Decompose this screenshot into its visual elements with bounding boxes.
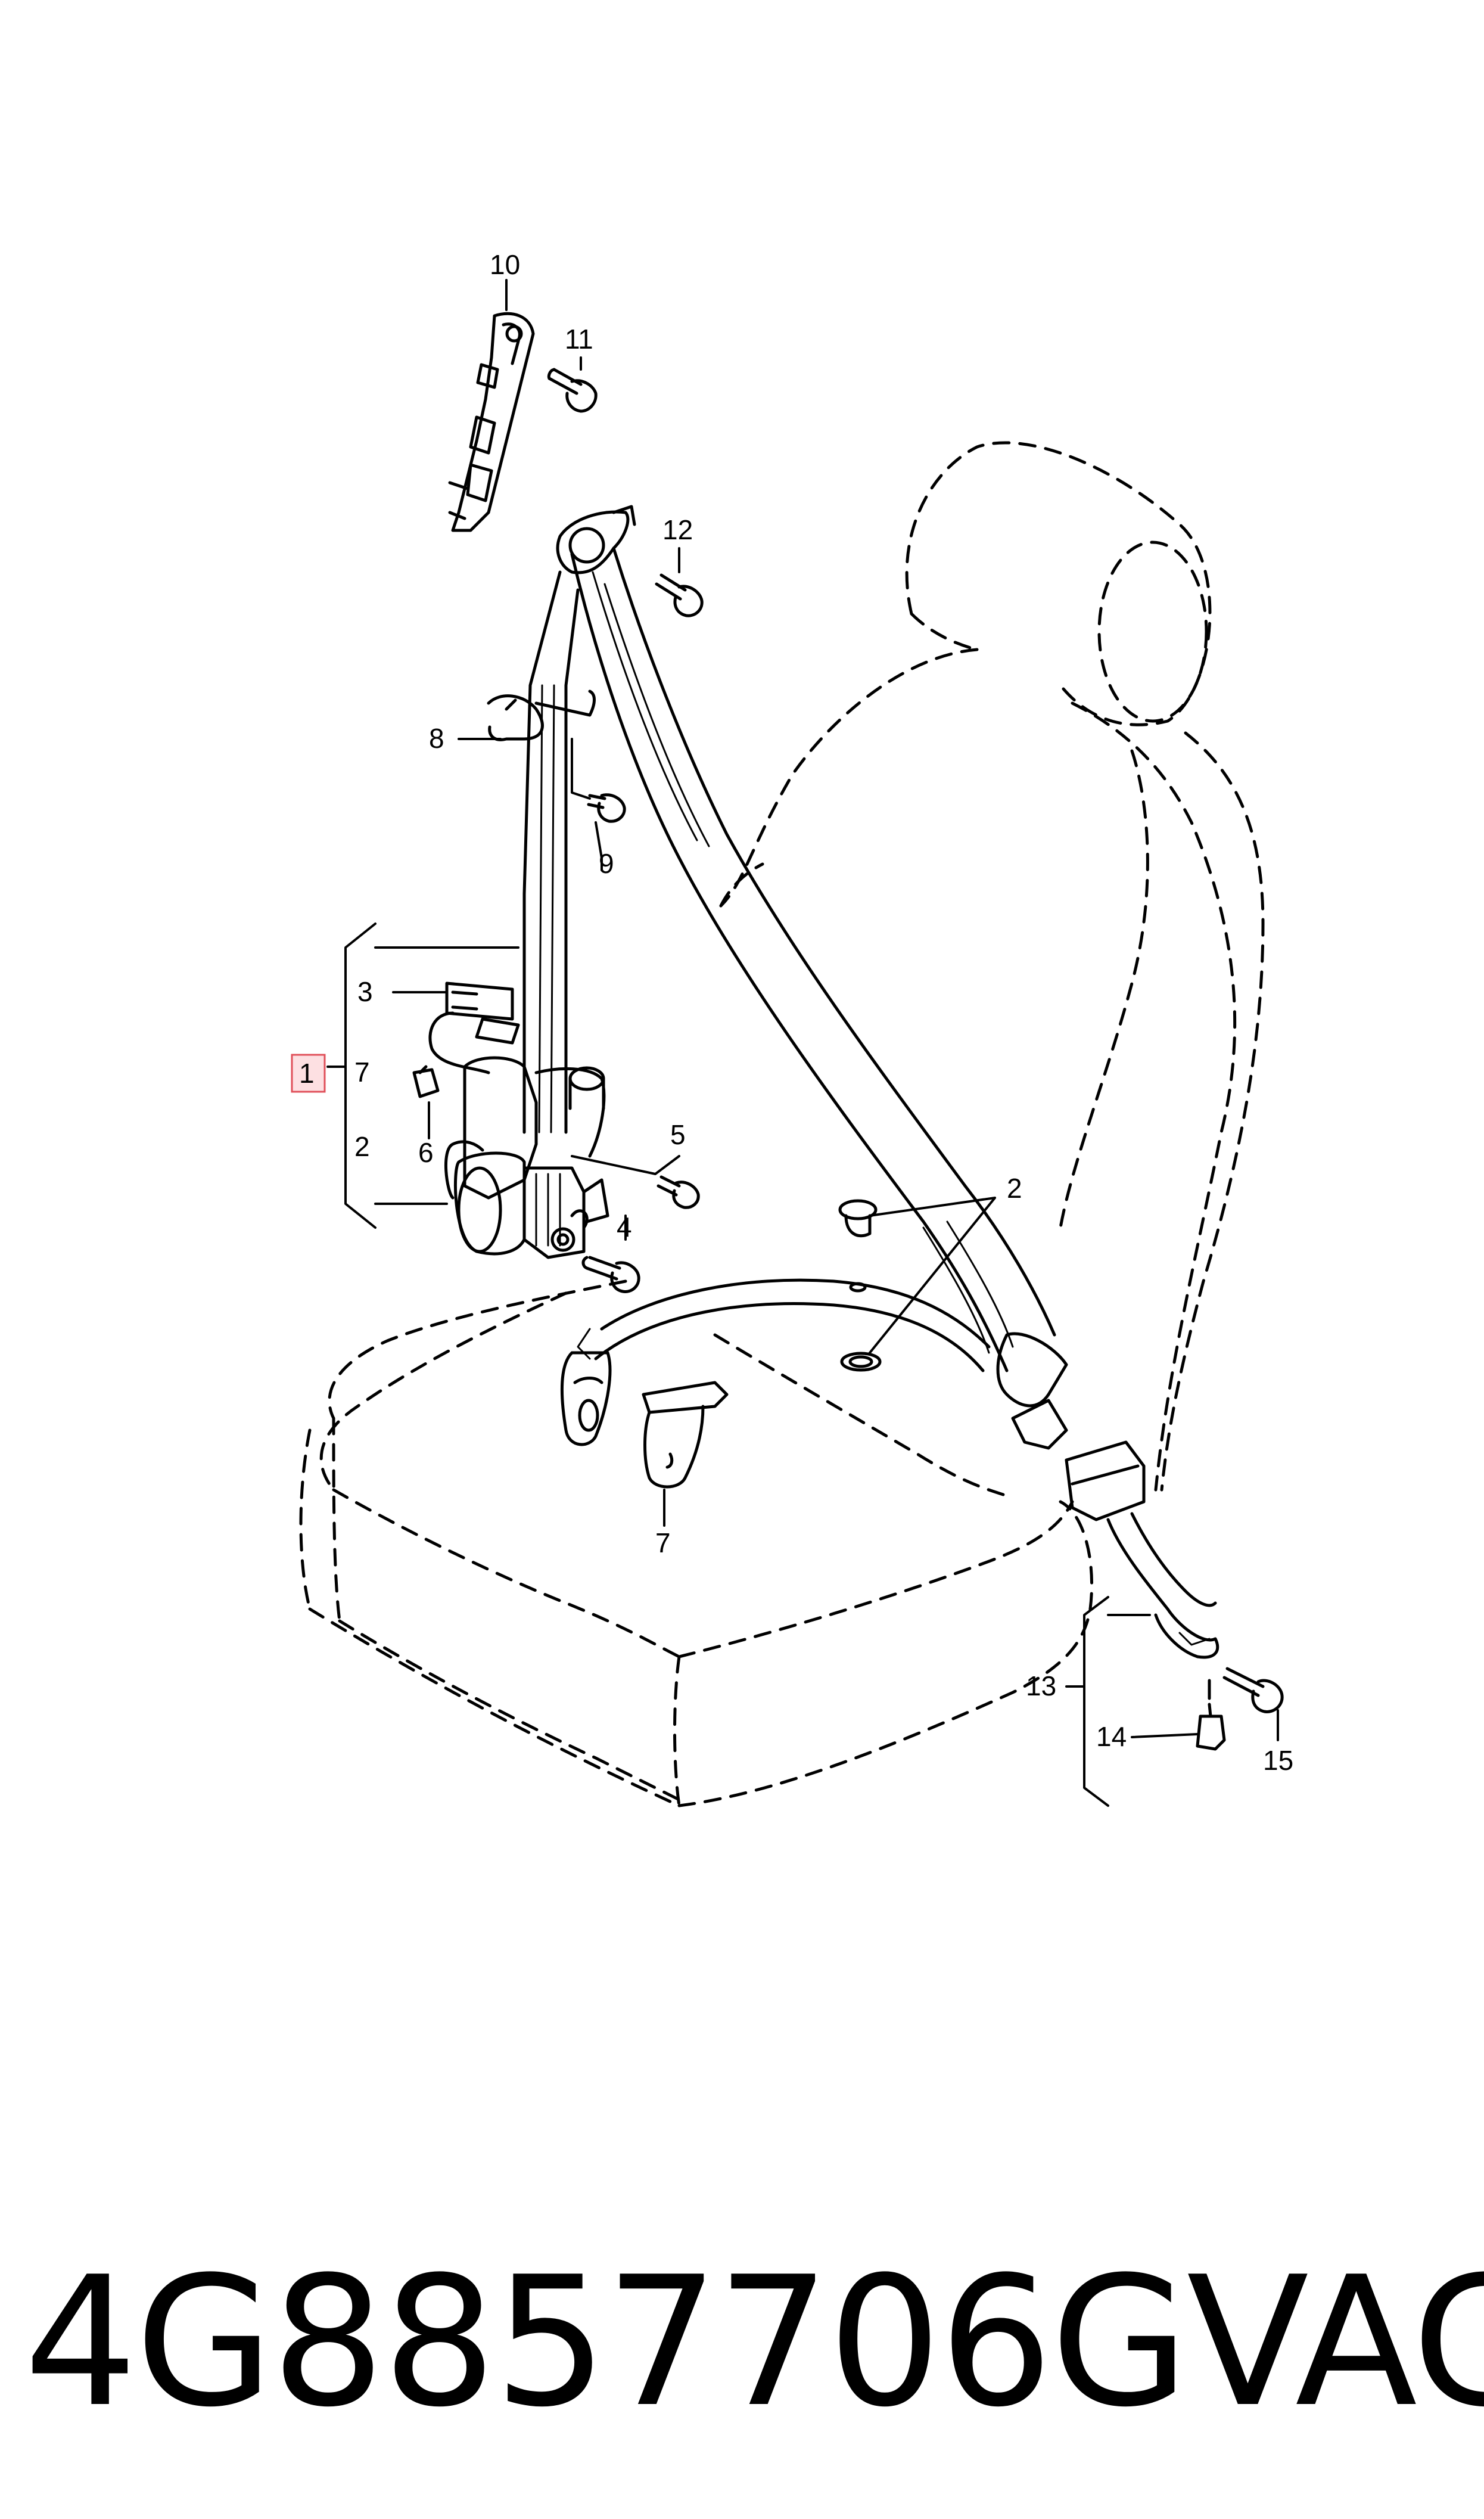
bolt-9 <box>587 793 626 823</box>
plug-2-top <box>838 1199 878 1293</box>
lap-belt-webbing <box>577 1278 991 1372</box>
callout-7: 7 <box>354 1057 370 1088</box>
lap-belt-anchor <box>560 1351 612 1446</box>
highlight-box <box>291 1054 326 1093</box>
bolt-11 <box>547 368 598 413</box>
callout-4: 4 <box>617 1212 632 1243</box>
callout-13: 13 <box>1026 1670 1056 1701</box>
backrest <box>719 648 979 908</box>
bolt-12 <box>655 573 704 617</box>
bolt-15 <box>1222 1667 1284 1713</box>
callout-2: 2 <box>1007 1173 1022 1204</box>
callout-14: 14 <box>1096 1721 1127 1752</box>
brand-name: VAG <box>1186 2238 1484 2446</box>
callout-1: 1 <box>299 1058 315 1089</box>
callout-15: 15 <box>1263 1745 1293 1776</box>
callout-2: 2 <box>354 1131 370 1162</box>
seat-cushion <box>328 1279 627 1420</box>
upper-anchor <box>556 505 636 574</box>
callouts: 1 2 2 3 4 5 6 7 7 8 9 10 11 12 13 14 15 <box>299 249 1293 1776</box>
plug-2-bottom <box>840 1352 882 1372</box>
part-number-footer: 4G8857706G VAG <box>24 2217 1484 2467</box>
callout-9: 9 <box>599 848 614 879</box>
callout-6: 6 <box>418 1137 434 1168</box>
retractor-assembly <box>412 981 609 1259</box>
vertical-webbing <box>522 570 580 1134</box>
headrest-side <box>1097 541 1208 723</box>
part-number: 4G8857706G <box>24 2238 1189 2446</box>
height-adjuster-rail <box>448 312 535 532</box>
bolt-4 <box>581 1256 640 1293</box>
callout-10: 10 <box>490 249 520 280</box>
sensor-14 <box>1196 1679 1226 1751</box>
callout-12: 12 <box>662 514 693 545</box>
leader-lines <box>326 279 1279 1807</box>
anchor-cover <box>642 1381 729 1489</box>
callout-7: 7 <box>655 1527 671 1558</box>
seat-belt-buckle <box>1065 1440 1219 1659</box>
shoulder-belt-webbing <box>570 546 1056 1372</box>
callout-8: 8 <box>429 723 444 754</box>
belt-tongue <box>996 1332 1068 1450</box>
seat-outline <box>299 441 1265 1807</box>
callout-3: 3 <box>357 976 373 1007</box>
callout-5: 5 <box>670 1119 686 1150</box>
headrest <box>905 441 1212 726</box>
callout-11: 11 <box>565 324 593 355</box>
bolt-5 <box>657 1175 700 1209</box>
